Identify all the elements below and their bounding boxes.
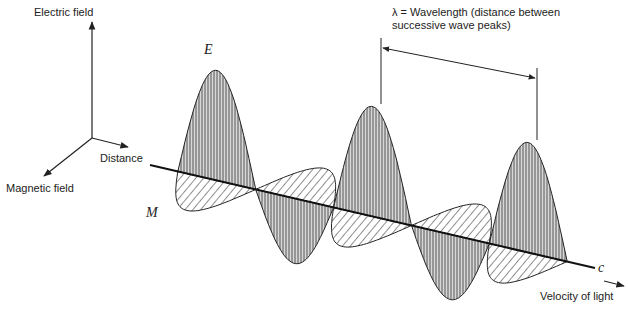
wave-symbol: M (146, 205, 158, 220)
wave-symbol: E (204, 42, 213, 57)
wavelength-arrow (383, 48, 535, 78)
magnetic-axis (44, 138, 92, 176)
axis-label: Electric field (34, 6, 93, 19)
distance-axis (92, 138, 128, 147)
velocity-arrow (604, 281, 624, 286)
velocity-label: Velocity of light (540, 290, 613, 303)
velocity-symbol: c (598, 260, 604, 275)
wavelength-tick (381, 38, 382, 104)
electric-axis (91, 22, 92, 138)
axis-label: Distance (100, 152, 143, 165)
propagation-axis (150, 165, 595, 268)
wavelength-label: λ = Wavelength (distance between success… (392, 6, 614, 32)
wavelength-tick (537, 68, 538, 140)
axis-label: Magnetic field (6, 182, 74, 195)
